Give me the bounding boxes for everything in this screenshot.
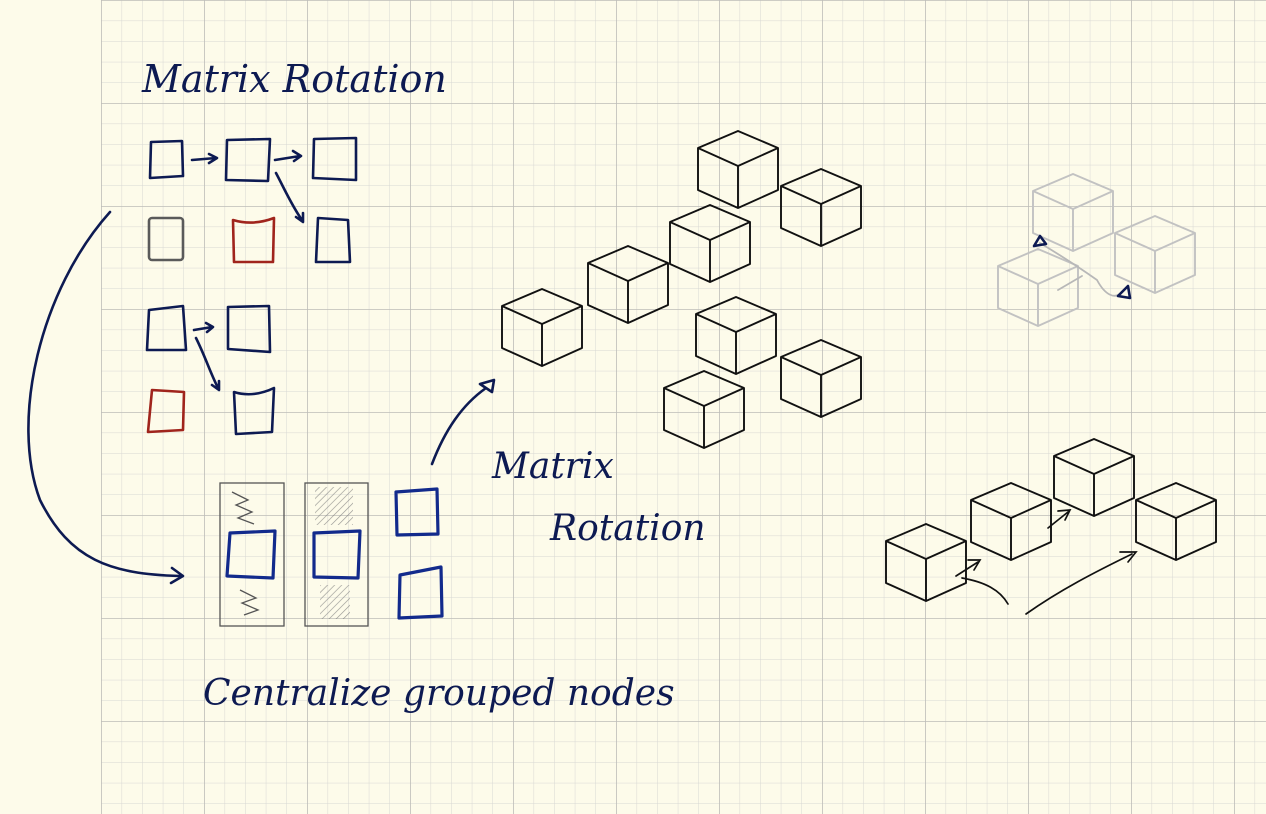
square-node xyxy=(394,487,440,537)
scribble xyxy=(231,491,255,525)
grouped-column-right xyxy=(304,482,369,627)
arrow-down xyxy=(274,171,305,224)
rotation-label: Rotation xyxy=(549,508,706,549)
faint-arrow xyxy=(1039,242,1123,297)
grid-major xyxy=(101,0,1266,814)
cube-cluster-bottom xyxy=(885,438,1217,615)
square-node xyxy=(225,529,277,580)
cube-link xyxy=(1047,509,1072,529)
diagonal-arrow xyxy=(430,378,496,466)
scribble xyxy=(239,589,260,616)
cube-link xyxy=(961,577,1009,605)
square-grid-middle xyxy=(145,304,276,436)
arrow-down xyxy=(194,336,221,392)
arrowhead xyxy=(1116,284,1132,300)
bottom-label: Centralize grouped nodes xyxy=(203,673,675,714)
square-node xyxy=(397,565,444,620)
square-node xyxy=(314,216,352,264)
hatch-area xyxy=(315,487,353,525)
arrow-right xyxy=(192,321,215,334)
square-node xyxy=(312,529,362,580)
square-node xyxy=(226,304,272,354)
square-node xyxy=(145,304,188,352)
square-node xyxy=(311,136,358,182)
faint-arrow xyxy=(1057,275,1083,291)
cube-link xyxy=(955,559,982,577)
matrix-label: Matrix xyxy=(491,446,614,487)
hatch-area xyxy=(320,585,350,619)
column-box xyxy=(304,482,369,627)
curved-arrow xyxy=(27,210,185,585)
square-node xyxy=(224,137,272,183)
square-node xyxy=(232,386,276,436)
arrow-right xyxy=(190,152,219,165)
cube-cluster-faint xyxy=(997,173,1196,327)
gray-square-node xyxy=(147,216,185,262)
column-box xyxy=(219,482,285,627)
title-label: Matrix Rotation xyxy=(141,57,447,101)
square-grid-top xyxy=(148,136,358,264)
arrowhead xyxy=(1032,234,1048,248)
square-node xyxy=(148,139,185,180)
arrow-right xyxy=(273,149,303,163)
red-square-node xyxy=(231,216,276,264)
cube-arrow xyxy=(1025,551,1138,615)
red-square-node xyxy=(146,388,186,434)
grouped-column-left xyxy=(219,482,285,627)
